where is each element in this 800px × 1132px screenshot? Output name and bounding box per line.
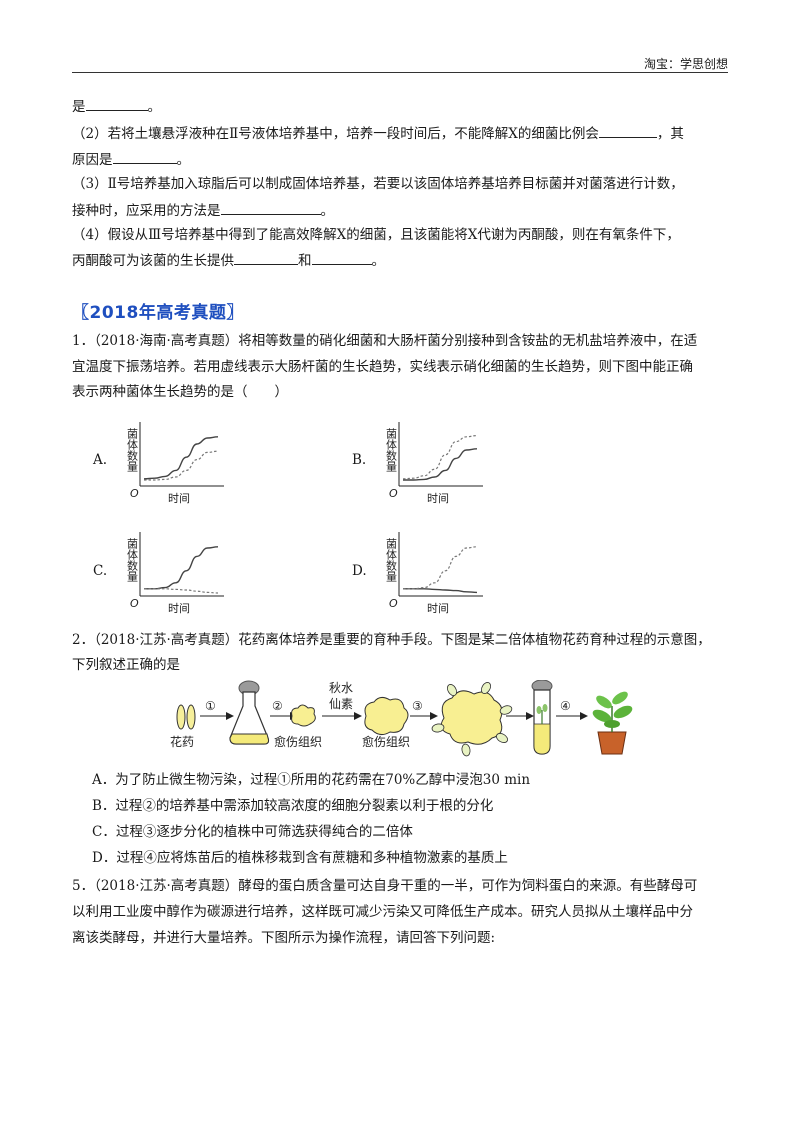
q2-option-b: B．过程②的培养基中需添加较高浓度的细胞分裂素以利于根的分化 — [92, 798, 494, 814]
origin-label: O — [130, 487, 139, 500]
prev-q3-line-2: 接种时，应采用的方法是 。 — [72, 200, 732, 221]
answer-blank — [220, 200, 321, 215]
text: 。 — [371, 253, 386, 269]
y-axis-label: 菌体数量 — [385, 428, 398, 472]
text: ，其 — [656, 126, 684, 142]
q2-option-d: D．过程④应将炼苗后的植株移栽到含有蔗糖和多种植物激素的基质上 — [92, 850, 508, 866]
text: 。 — [147, 99, 162, 115]
q2-line-2: 下列叙述正确的是 — [72, 657, 180, 673]
answer-blank — [311, 250, 372, 265]
text: 是 — [72, 99, 86, 115]
dashed-curve — [144, 450, 219, 481]
text: 。 — [320, 203, 335, 219]
header-divider — [72, 72, 728, 73]
step-3: ③ — [412, 699, 423, 713]
q1-line-3: 表示两种菌体生长趋势的是（ ） — [72, 384, 288, 400]
answer-blank — [85, 96, 148, 111]
text: 和 — [298, 253, 312, 269]
colchicine-label-2: 仙素 — [329, 697, 353, 711]
label-anther: 花药 — [170, 734, 194, 749]
prev-q4-line-1: （4）假设从Ⅲ号培养基中得到了能高效降解X的细菌，且该菌能将X代谢为丙酮酸，则在… — [72, 227, 680, 243]
q2-option-a: A．为了防止微生物污染，过程①所用的花药需在70%乙醇中浸泡30 min — [92, 772, 531, 788]
x-axis-label: 时间 — [168, 492, 190, 505]
x-axis-label: 时间 — [427, 492, 449, 505]
growth-chart-svg: 菌体数量 O 时间 — [126, 422, 224, 505]
step-2: ② — [272, 699, 283, 713]
solid-curve — [403, 588, 478, 594]
anther-icon — [176, 704, 196, 730]
x-axis-label: 时间 — [168, 602, 190, 615]
q2-line-1: 2．（2018·江苏·高考真题）花药离体培养是重要的育种手段。下图是某二倍体植物… — [72, 632, 711, 648]
q5-line-1: 5．（2018·江苏·高考真题）酵母的蛋白质含量可达自身干重的一半，可作为饲料蛋… — [72, 878, 698, 894]
y-axis-label: 菌体数量 — [126, 428, 139, 472]
prev-q4-line-2: 丙酮酸可为该菌的生长提供 和 。 — [72, 250, 732, 271]
test-tube-icon — [531, 679, 553, 755]
growth-chart-svg: 菌体数量 O 时间 — [385, 422, 483, 505]
chart-option-c: 菌体数量 O 时间 — [118, 528, 228, 618]
option-a-label: A. — [93, 452, 108, 468]
q2-option-c: C．过程③逐步分化的植株中可筛选获得纯合的二倍体 — [92, 824, 413, 840]
origin-label: O — [389, 487, 398, 500]
solid-curve — [403, 448, 478, 481]
label-callus-1: 愈伤组织 — [274, 734, 322, 749]
dashed-curve — [402, 435, 478, 480]
q5-line-2: 以利用工业废中醇作为碳源进行培养，这样既可减少污染又可降低生产成本。研究人员拟从… — [72, 904, 693, 920]
answer-blank — [598, 123, 657, 138]
chart-option-a: 菌体数量 O 时间 — [118, 418, 228, 508]
chart-option-b: 菌体数量 O 时间 — [377, 418, 487, 508]
dashed-curve — [403, 546, 478, 590]
prev-q2-line-2: 原因是 。 — [72, 149, 732, 170]
step-1: ① — [205, 699, 216, 713]
option-d-label: D. — [352, 563, 367, 579]
potted-plant-icon — [592, 691, 633, 755]
chart-option-d: 菌体数量 O 时间 — [377, 528, 487, 618]
answer-blank — [112, 149, 177, 164]
q5-line-3: 离该类酵母，并进行大量培养。下图所示为操作流程，请回答下列问题: — [72, 930, 496, 946]
x-axis-label: 时间 — [427, 602, 449, 615]
solid-curve — [144, 546, 219, 590]
y-axis-label: 菌体数量 — [126, 538, 139, 582]
text: （2）若将土壤悬浮液种在Ⅱ号液体培养基中，培养一段时间后，不能降解X的细菌比例会 — [72, 126, 599, 142]
colchicine-label-1: 秋水 — [329, 681, 353, 695]
flask-icon — [229, 680, 270, 745]
growth-chart-svg: 菌体数量 O 时间 — [126, 532, 224, 615]
answer-blank — [234, 250, 298, 265]
text: 。 — [176, 152, 191, 168]
regenerating-callus-icon — [431, 682, 513, 757]
text: 接种时，应采用的方法是 — [72, 203, 221, 219]
prev-q3-line-1: （3）Ⅱ号培养基加入琼脂后可以制成固体培养基，若要以该固体培养基培养目标菌并对菌… — [72, 176, 684, 192]
callus-large-icon — [364, 696, 409, 736]
label-callus-2: 愈伤组织 — [362, 734, 410, 749]
header-brand: 淘宝：学思创想 — [643, 57, 728, 71]
text: 原因是 — [72, 152, 113, 168]
dashed-curve — [144, 588, 219, 594]
callus-small-icon — [291, 704, 316, 727]
option-b-label: B. — [352, 452, 367, 468]
text: 丙酮酸可为该菌的生长提供 — [72, 253, 234, 269]
prev-line-0: 是。 — [72, 96, 732, 117]
solid-curve — [143, 436, 219, 480]
growth-chart-svg: 菌体数量 O 时间 — [385, 532, 483, 615]
origin-label: O — [130, 597, 139, 610]
step-4: ④ — [560, 699, 571, 713]
y-axis-label: 菌体数量 — [385, 538, 398, 582]
option-c-label: C. — [93, 563, 108, 579]
anther-culture-diagram: 花药 ① ② 愈伤组织 秋水 仙素 愈伤组织 ③ — [168, 679, 638, 764]
q1-line-2: 宜温度下振荡培养。若用虚线表示大肠杆菌的生长趋势，实线表示硝化细菌的生长趋势，则… — [72, 359, 693, 375]
section-title: 〖2018年高考真题〗 — [72, 303, 244, 323]
origin-label: O — [389, 597, 398, 610]
prev-q2-line-1: （2）若将土壤悬浮液种在Ⅱ号液体培养基中，培养一段时间后，不能降解X的细菌比例会… — [72, 123, 732, 144]
q1-line-1: 1．（2018·海南·高考真题）将相等数量的硝化细菌和大肠杆菌分别接种到含铵盐的… — [72, 333, 698, 349]
